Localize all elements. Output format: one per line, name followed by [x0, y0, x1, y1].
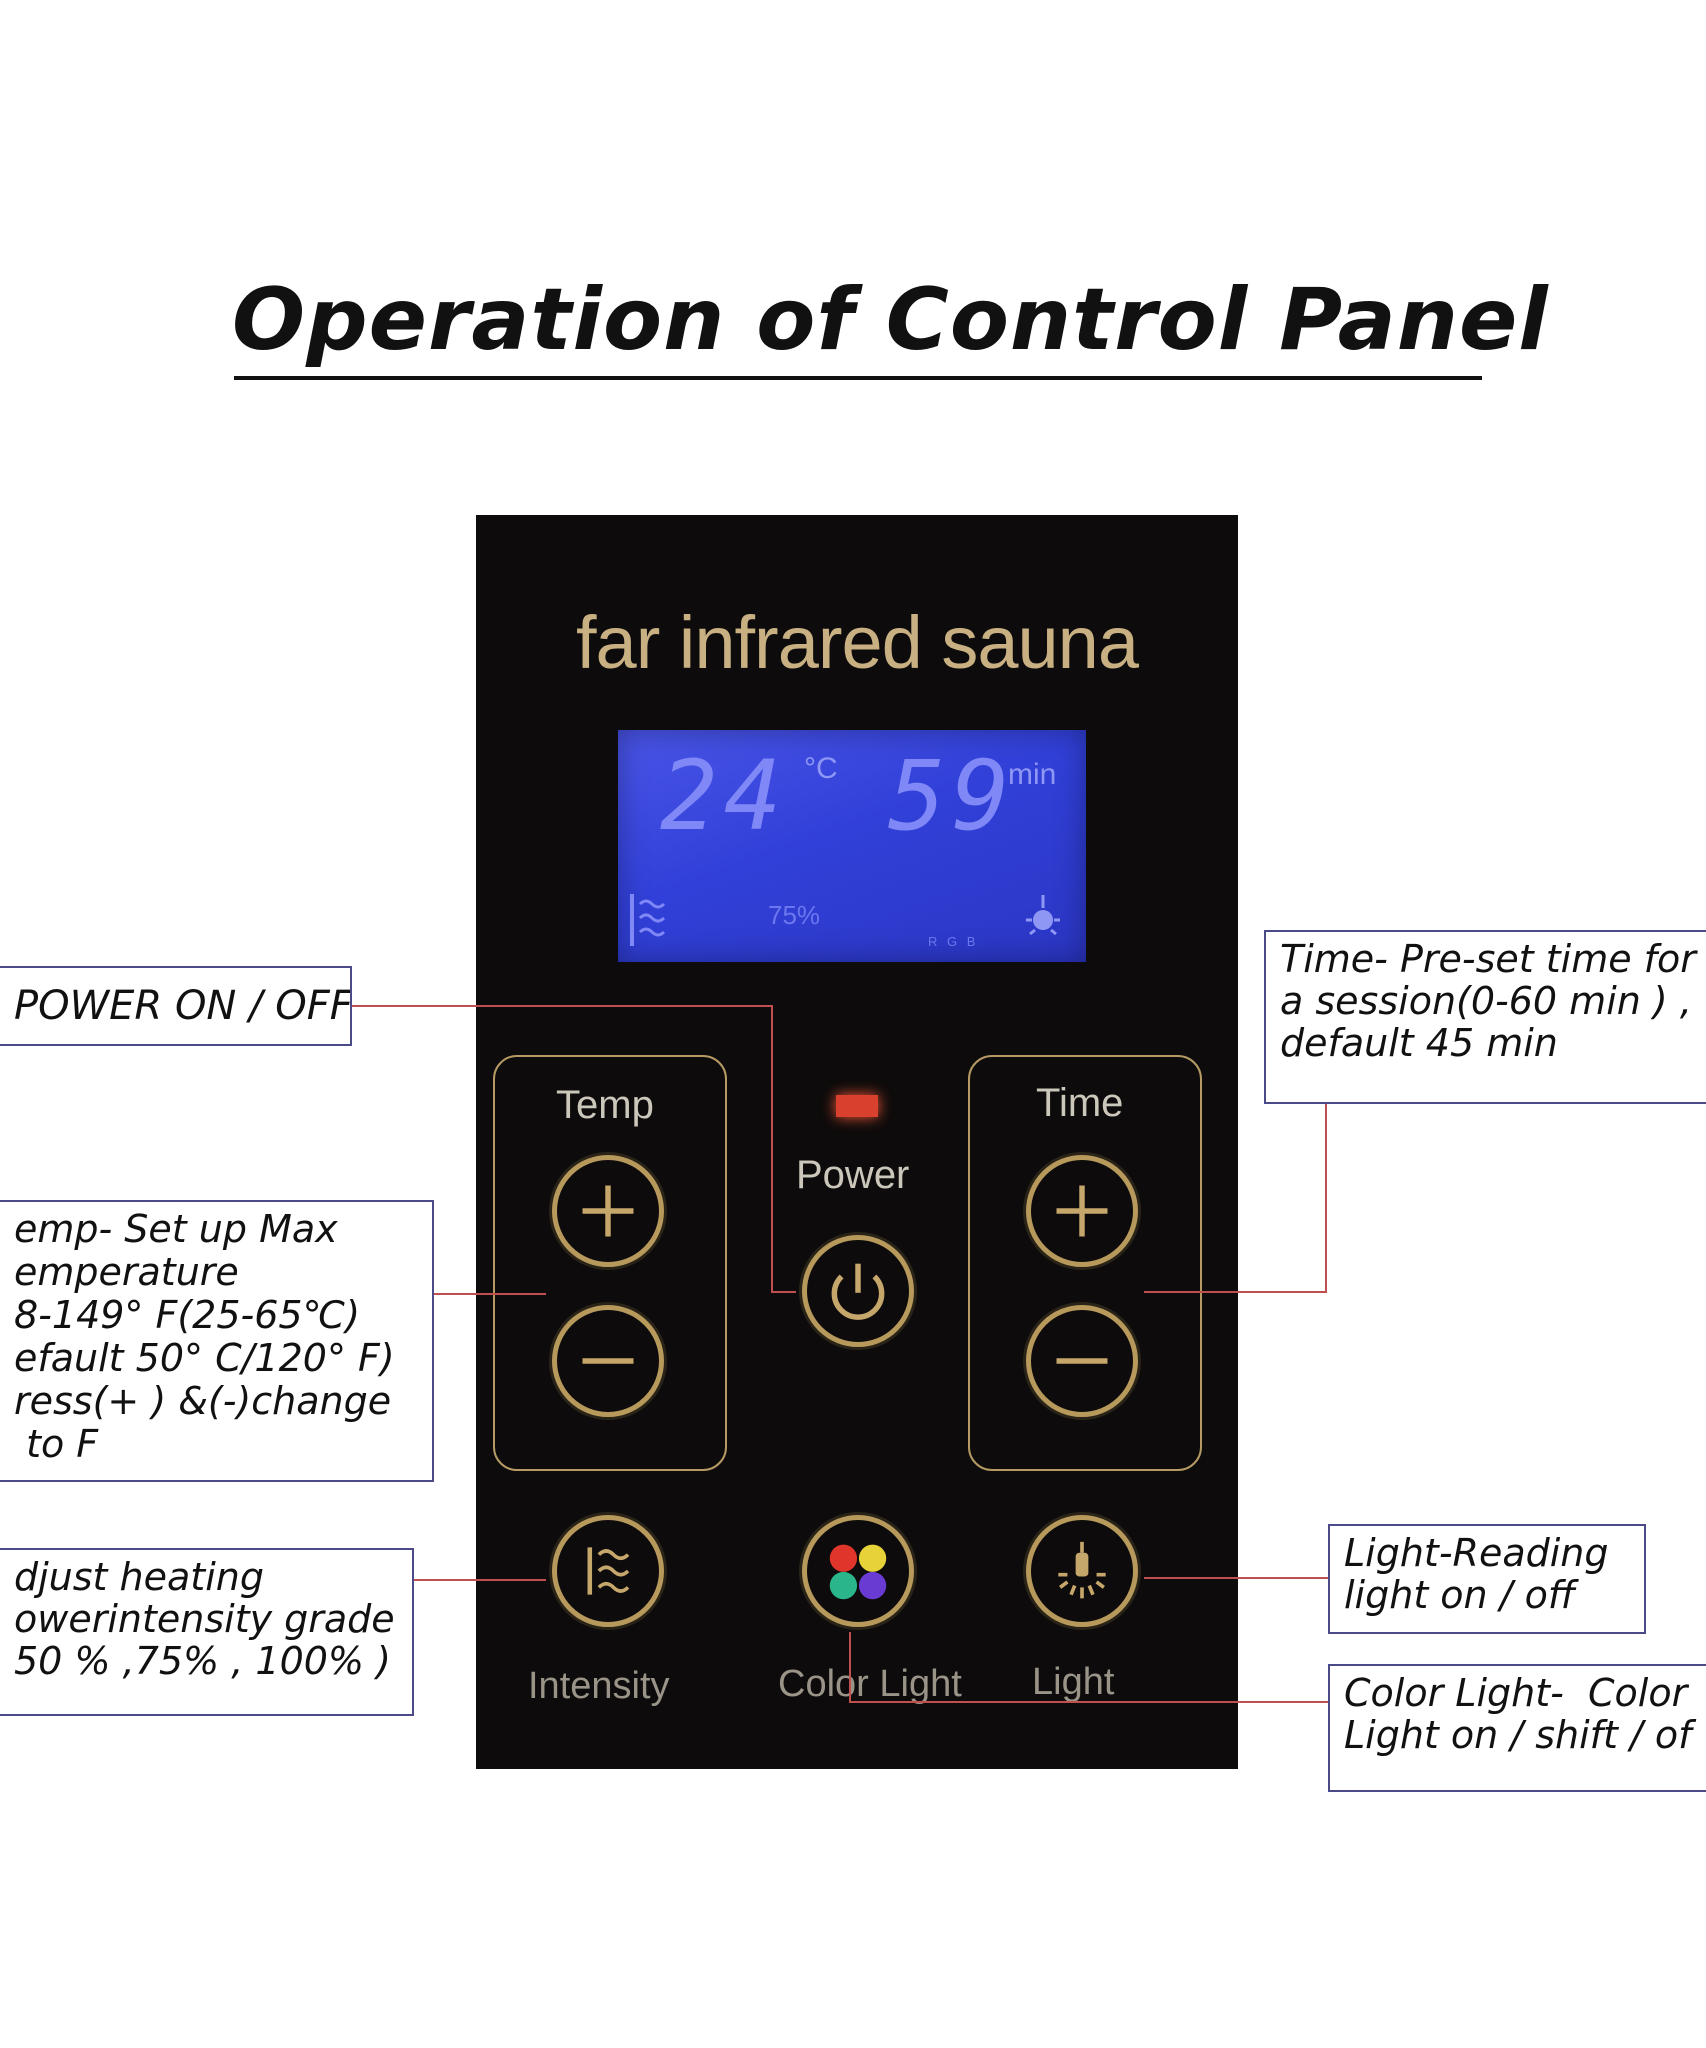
color-light-button[interactable]: [802, 1515, 914, 1627]
plus-icon: [582, 1185, 634, 1237]
plus-icon: [1056, 1185, 1108, 1237]
callout-light: Light-Reading light on / off: [1328, 1524, 1646, 1634]
callout-color-light: Color Light- Color Light on / shift / of: [1328, 1664, 1706, 1792]
color-dots-icon: [829, 1544, 887, 1600]
callout-time: Time- Pre-set time for a session(0-60 mi…: [1264, 930, 1706, 1104]
power-led: [836, 1095, 878, 1117]
time-minus-button[interactable]: [1026, 1305, 1138, 1417]
light-button[interactable]: [1026, 1515, 1138, 1627]
time-readout: 59: [888, 740, 1016, 852]
title-underline: [234, 376, 1482, 380]
page-title: Operation of Control Panel: [232, 270, 1549, 370]
intensity-label: Intensity: [528, 1665, 670, 1707]
callout-power: POWER ON / OFF: [0, 966, 352, 1046]
intensity-readout: 75%: [768, 900, 821, 930]
color-mode-readout: R G B: [928, 934, 979, 949]
time-plus-button[interactable]: [1026, 1155, 1138, 1267]
temp-minus-button[interactable]: [552, 1305, 664, 1417]
lamp-icon: [1026, 895, 1060, 936]
lcd-display: 24 °C 59 min 75% R G B: [618, 730, 1086, 962]
power-button[interactable]: [802, 1235, 914, 1347]
callout-intensity: djust heating owerintensity grade 50 % ,…: [0, 1548, 414, 1716]
heat-wave-icon: [587, 1547, 630, 1595]
intensity-button[interactable]: [552, 1515, 664, 1627]
minus-icon: [582, 1358, 634, 1364]
heat-wave-icon: [630, 894, 666, 946]
minus-icon: [1056, 1358, 1108, 1364]
time-unit: min: [1008, 758, 1057, 791]
time-label: Time: [1036, 1081, 1124, 1125]
temp-readout: 24: [660, 740, 788, 852]
control-panel: far infrared sauna 24 °C 59 min 75% R G …: [476, 515, 1238, 1769]
light-label: Light: [1032, 1661, 1115, 1703]
color-light-label: Color Light: [778, 1663, 962, 1705]
power-icon: [831, 1263, 885, 1320]
callout-temp: emp- Set up Max emperature 8-149° F(25-6…: [0, 1200, 434, 1482]
temp-unit: °C: [804, 752, 838, 785]
brand-label: far infrared sauna: [575, 601, 1139, 684]
power-label: Power: [796, 1153, 910, 1197]
temp-plus-button[interactable]: [552, 1155, 664, 1267]
bulb-icon: [1058, 1541, 1106, 1599]
temp-label: Temp: [556, 1083, 654, 1127]
